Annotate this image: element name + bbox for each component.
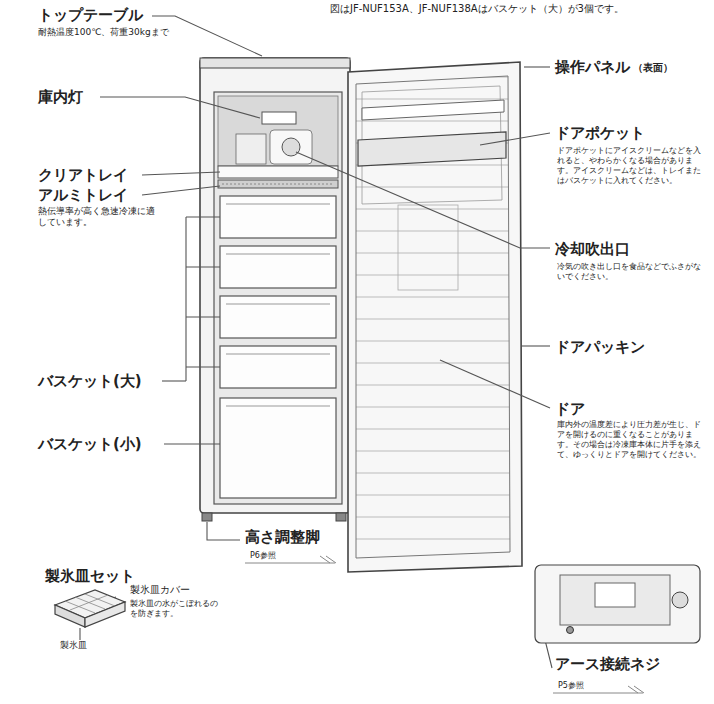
label-slot: 庫内灯 bbox=[38, 88, 83, 107]
part-name: 製氷皿セット bbox=[45, 567, 135, 586]
part-name: （表面） bbox=[633, 62, 673, 75]
label-slot: 冷気の吹き出し口を食品などでふさがないでください。 bbox=[557, 262, 702, 282]
note-text: 耐熱温度100℃、荷重30kgまで bbox=[38, 27, 169, 38]
note-text: P6参照 bbox=[250, 551, 276, 561]
note-text: 製氷皿 bbox=[60, 640, 87, 651]
label-slot: 庫内外の温度差により圧力差が生じ、ドアを開けるのに重くなることがあります。その場… bbox=[557, 420, 702, 460]
label-slot: （表面） bbox=[633, 62, 673, 75]
label-slot: バスケット(小) bbox=[38, 435, 142, 454]
part-name: ドアポケット bbox=[555, 124, 645, 143]
label-slot: 製氷皿カバー bbox=[130, 584, 190, 597]
part-name: アルミトレイ bbox=[38, 186, 128, 205]
note-text: 製氷皿カバー bbox=[130, 584, 190, 597]
label-slot: クリアトレイ bbox=[38, 166, 128, 185]
label-slot: 熱伝導率が高く急速冷凍に適しています。 bbox=[38, 206, 156, 229]
note-text: 製氷皿の水がこぼれるのを防ぎます。 bbox=[130, 599, 225, 619]
part-name: バスケット(小) bbox=[38, 435, 142, 454]
label-slot: 操作パネル bbox=[555, 58, 630, 77]
part-name: クリアトレイ bbox=[38, 166, 128, 185]
note-text: P5参照 bbox=[558, 681, 584, 691]
label-slot: アルミトレイ bbox=[38, 186, 128, 205]
part-name: ドア bbox=[555, 400, 585, 419]
part-name: 操作パネル bbox=[555, 58, 630, 77]
label-slot: 高さ調整脚 bbox=[245, 528, 320, 547]
part-name: ドアパッキン bbox=[555, 338, 645, 357]
label-slot: 耐熱温度100℃、荷重30kgまで bbox=[38, 27, 169, 38]
label-slot: P6参照 bbox=[250, 551, 276, 561]
note-text: 冷気の吹き出し口を食品などでふさがないでください。 bbox=[557, 262, 702, 282]
part-name: 冷却吹出口 bbox=[555, 240, 630, 259]
note-text: 熱伝導率が高く急速冷凍に適しています。 bbox=[38, 206, 156, 229]
part-name: 高さ調整脚 bbox=[245, 528, 320, 547]
label-slot: ドアポケットにアイスクリームなどを入れると、やわらかくなる場合があります。アイス… bbox=[557, 146, 702, 186]
label-slot: ドアパッキン bbox=[555, 338, 645, 357]
label-slot: 製氷皿 bbox=[60, 640, 87, 651]
label-slot: 図はJF-NUF153A、JF-NUF138Aはバスケット（大）が3個です。 bbox=[330, 3, 624, 16]
label-slot: ドアポケット bbox=[555, 124, 645, 143]
label-slot: アース接続ネジ bbox=[555, 655, 660, 674]
part-name: トップテーブル bbox=[38, 6, 143, 25]
note-text: 庫内外の温度差により圧力差が生じ、ドアを開けるのに重くなることがあります。その場… bbox=[557, 420, 702, 460]
label-slot: 冷却吹出口 bbox=[555, 240, 630, 259]
part-name: アース接続ネジ bbox=[555, 655, 660, 674]
label-slot: ドア bbox=[555, 400, 585, 419]
note-text: ドアポケットにアイスクリームなどを入れると、やわらかくなる場合があります。アイス… bbox=[557, 146, 702, 186]
part-name: バスケット(大) bbox=[38, 372, 142, 391]
part-name: 庫内灯 bbox=[38, 88, 83, 107]
label-slot: P5参照 bbox=[558, 681, 584, 691]
label-slot: 製氷皿セット bbox=[45, 567, 135, 586]
label-slot: トップテーブル bbox=[38, 6, 143, 25]
label-slot: 製氷皿の水がこぼれるのを防ぎます。 bbox=[130, 599, 225, 619]
label-slot: バスケット(大) bbox=[38, 372, 142, 391]
note-text: 図はJF-NUF153A、JF-NUF138Aはバスケット（大）が3個です。 bbox=[330, 3, 624, 16]
